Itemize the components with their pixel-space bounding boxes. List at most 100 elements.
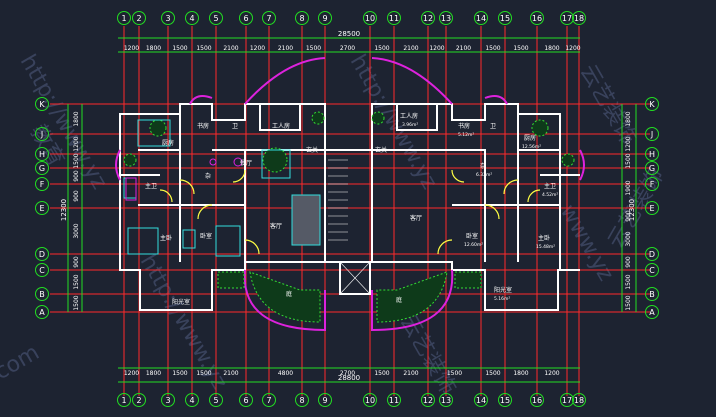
svg-text:5: 5 <box>213 396 218 405</box>
axis-bubble: A <box>645 305 659 319</box>
axis-bubble: 11 <box>387 393 401 407</box>
axis-bubble: E <box>645 201 659 215</box>
furniture-magenta <box>125 157 243 201</box>
axis-bubble: 1 <box>117 393 131 407</box>
room-label: 餐厅 <box>240 159 252 167</box>
svg-text:B: B <box>39 290 45 299</box>
svg-text:4: 4 <box>189 396 194 405</box>
dimension-label: 1500 <box>513 45 528 52</box>
axis-bubble: E <box>35 201 49 215</box>
svg-text:C: C <box>649 266 655 275</box>
area-label: 12.60m² <box>464 242 483 248</box>
axis-bubble: 10 <box>363 11 377 25</box>
axis-bubble: A <box>35 305 49 319</box>
dimension-label: 3000 <box>625 231 632 246</box>
left-total-dimension: 12300 <box>60 199 68 221</box>
dimension-label: 1800 <box>146 370 161 377</box>
svg-text:C: C <box>39 266 45 275</box>
axis-bubble: F <box>35 177 49 191</box>
dimension-label: 2100 <box>403 45 418 52</box>
svg-text:2: 2 <box>136 396 141 405</box>
axis-bubble: 8 <box>295 393 309 407</box>
axis-bubble: 18 <box>572 393 586 407</box>
dimension-label: 1500 <box>374 370 389 377</box>
dimension-label: 2100 <box>456 45 471 52</box>
svg-text:H: H <box>649 150 655 159</box>
svg-text:9: 9 <box>322 396 327 405</box>
dimension-label: 4800 <box>278 370 293 377</box>
axis-bubble: 6 <box>239 393 253 407</box>
svg-text:18: 18 <box>574 396 584 405</box>
dimension-label: 1200 <box>250 45 265 52</box>
vertical-axis-lines <box>123 26 580 396</box>
axis-bubble: 12 <box>421 11 435 25</box>
area-label: 5.12m² <box>458 132 474 138</box>
svg-text:11: 11 <box>389 14 399 23</box>
dimension-label: 1500 <box>625 153 632 168</box>
dimension-label: 1800 <box>73 111 80 126</box>
dimension-label: 1500 <box>374 45 389 52</box>
axis-bubble: G <box>645 161 659 175</box>
dimension-label: 3000 <box>73 223 80 238</box>
room-label: 工人房 <box>272 122 290 130</box>
svg-text:6: 6 <box>243 14 248 23</box>
axis-bubble: 3 <box>161 11 175 25</box>
dimension-label: 1200 <box>429 45 444 52</box>
bottom-total-dimension: 28800 <box>338 374 360 382</box>
room-label: 书房 <box>197 122 209 130</box>
axis-bubble: 13 <box>439 11 453 25</box>
axis-bubble: F <box>645 177 659 191</box>
svg-text:D: D <box>39 250 45 259</box>
dimension-label: 2100 <box>403 370 418 377</box>
svg-text:5: 5 <box>213 14 218 23</box>
axis-bubble: C <box>35 263 49 277</box>
room-label: 主卫 <box>544 182 556 190</box>
svg-text:14: 14 <box>476 14 486 23</box>
dimension-label: 1500 <box>172 370 187 377</box>
dimension-label: 2100 <box>223 370 238 377</box>
axis-bubble: B <box>35 287 49 301</box>
dimension-label: 1800 <box>625 111 632 126</box>
svg-text:11: 11 <box>389 396 399 405</box>
room-label: 杂 <box>205 173 211 180</box>
axis-bubble: J <box>35 127 49 141</box>
room-label: 客厅 <box>270 222 282 230</box>
dimension-label: 2700 <box>340 45 355 52</box>
axis-bubble: 1 <box>117 11 131 25</box>
room-label: 卫 <box>232 123 238 130</box>
dimension-label: 1500 <box>73 295 80 310</box>
axis-bubble: 10 <box>363 393 377 407</box>
svg-text:7: 7 <box>266 396 271 405</box>
svg-text:8: 8 <box>299 14 304 23</box>
room-label: 杂 <box>480 163 486 170</box>
door-swings <box>159 169 541 255</box>
dimension-label: 1200 <box>124 45 139 52</box>
room-label: 卧室 <box>466 232 478 240</box>
stair-treads <box>328 159 371 295</box>
axis-bubble: 7 <box>262 393 276 407</box>
svg-text:G: G <box>649 164 655 173</box>
room-label: 厨房 <box>162 139 174 147</box>
axis-bubble: 9 <box>318 11 332 25</box>
room-label: 主卧 <box>538 234 550 242</box>
dimension-label: 1800 <box>544 45 559 52</box>
svg-text:F: F <box>40 180 45 189</box>
room-label: 庭 <box>286 290 292 298</box>
watermark-text: http://www.yz <box>15 51 112 194</box>
svg-text:3: 3 <box>165 14 170 23</box>
svg-text:K: K <box>39 100 45 109</box>
room-label: 客厅 <box>410 214 422 222</box>
axis-bubble: 14 <box>474 393 488 407</box>
dimension-label: 1500 <box>196 45 211 52</box>
axis-bubble: 7 <box>262 11 276 25</box>
axis-bubble: 18 <box>572 11 586 25</box>
svg-text:14: 14 <box>476 396 486 405</box>
dimension-label: 1500 <box>485 370 500 377</box>
axis-bubble: H <box>645 147 659 161</box>
room-label: 玄关 <box>306 146 318 154</box>
area-label: 5.16m² <box>494 296 510 302</box>
